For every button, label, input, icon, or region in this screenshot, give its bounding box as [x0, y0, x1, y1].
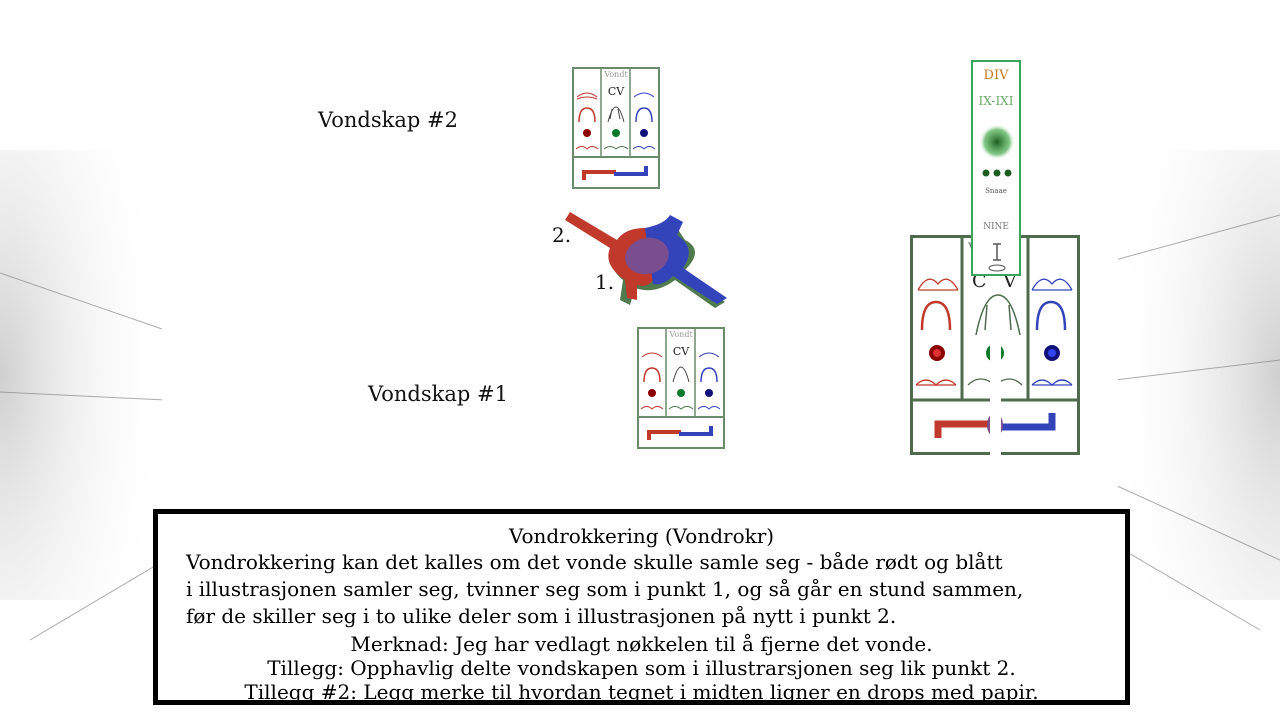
- step-2-label: 2.: [552, 223, 572, 247]
- key-nine-text: NINE: [983, 222, 1009, 232]
- description-line: før de skiller seg i to ulike deler som …: [186, 604, 897, 628]
- remark-line: Merknad: Jeg har vedlagt nøkkelen til å …: [350, 632, 933, 656]
- vondskap-2-card: Vondt CV: [572, 67, 660, 189]
- description-extra: Merknad: Jeg har vedlagt nøkkelen til å …: [158, 632, 1125, 704]
- step-1-label: 1.: [595, 270, 615, 294]
- vondskap-1-label: Vondskap #1: [368, 382, 508, 406]
- key-div-text: DIV: [983, 68, 1009, 83]
- key-ix-text: IX-IXI: [978, 94, 1014, 108]
- vondskap-1-card: Vondt CV: [637, 327, 725, 449]
- twist-illustration: [565, 212, 727, 308]
- key-strip: DIV IX-IXI Snaae NINE: [971, 60, 1021, 276]
- addendum-line-1: Tillegg: Opphavlig delte vondskapen som …: [267, 656, 1016, 680]
- key-green-orb-icon: [979, 124, 1015, 177]
- card-header-text: Vondt: [668, 330, 693, 339]
- key-cursor-icon: [988, 243, 1006, 272]
- description-line: i illustrasjonen samler seg, tvinner seg…: [186, 577, 1024, 601]
- description-box: Vondrokkering (Vondrokr) Vondrokkering k…: [153, 509, 1130, 705]
- card-header-text: Vondt: [603, 70, 628, 79]
- key-snap-text: Snaae: [985, 187, 1007, 195]
- card-center-text: CV: [673, 345, 690, 358]
- description-body: Vondrokkering kan det kalles om det vond…: [186, 549, 1116, 630]
- description-line: Vondrokkering kan det kalles om det vond…: [186, 550, 1003, 574]
- vondskap-2-label: Vondskap #2: [318, 108, 458, 132]
- description-title: Vondrokkering (Vondrokr): [508, 524, 775, 548]
- addendum-line-2: Tillegg #2: Legg merke til hvordan tegne…: [244, 680, 1039, 704]
- card-center-text: CV: [608, 85, 625, 98]
